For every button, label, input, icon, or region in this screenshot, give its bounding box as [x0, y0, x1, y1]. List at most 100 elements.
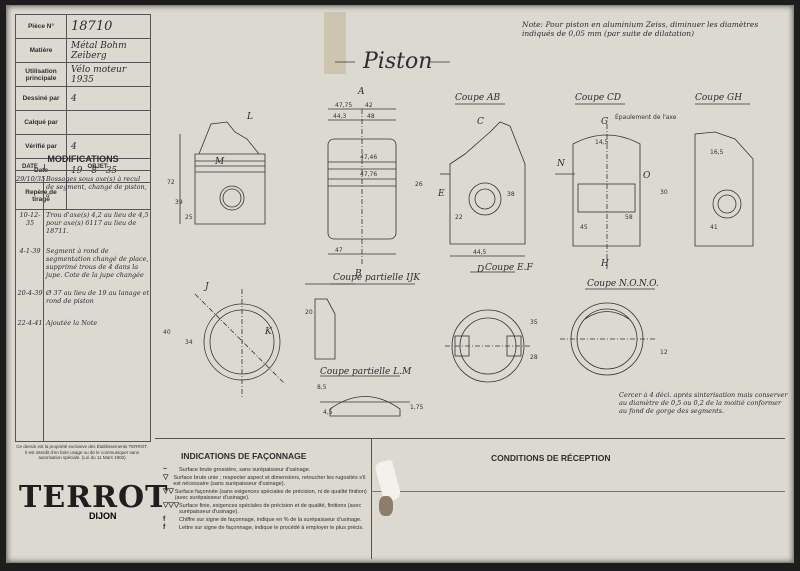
label-b: B: [354, 269, 362, 279]
piston-crown-profile: [198, 121, 260, 155]
title-row: Pièce N°18710: [16, 15, 150, 39]
usage-value: Vélo moteur 1935: [71, 64, 127, 85]
dim-label: 72: [167, 179, 175, 186]
paper-stain: [379, 496, 393, 516]
axis-line: [194, 293, 286, 385]
bottom-panels: INDICATIONS DE FAÇONNAGE ~Surface brute …: [155, 438, 785, 559]
part-number: 18710: [71, 19, 113, 34]
ribbing-note: Épaulement de l'axe: [615, 113, 677, 121]
section-cd-outline: [572, 134, 641, 247]
reception-title: CONDITIONS DE RÉCEPTION: [491, 453, 611, 463]
modifications-title: MODIFICATIONS: [47, 154, 119, 164]
dim-label: 40: [163, 329, 171, 336]
label-coupe-lm: Coupe partielle L.M: [320, 367, 412, 377]
section-ijk-profile: [314, 298, 336, 360]
section-gh-outline: [694, 131, 754, 247]
label-e: E: [437, 189, 445, 199]
label-h: H: [600, 259, 609, 269]
material-value: Métal Bohm Zeiberg: [71, 40, 127, 61]
dim-label: 12: [660, 349, 668, 356]
label-coupe-ijk: Coupe partielle IJK: [333, 273, 421, 283]
dim-label: 47,75: [335, 102, 352, 109]
dim-label: 26: [415, 181, 423, 188]
faconnage-item: ▽Surface brute unie ; respecter aspect e…: [163, 474, 366, 487]
title-row: Repère de tirage: [16, 183, 150, 209]
dim-label: 44,5: [473, 249, 487, 256]
segment-note: Cercer à 4 déci. aprés sinterisation mai…: [619, 391, 788, 415]
label-a: A: [357, 87, 365, 97]
label-n: N: [556, 159, 566, 169]
label-coupe-ef: Coupe E.F: [485, 263, 533, 273]
dim-label: 25: [185, 214, 193, 221]
label-g: G: [601, 117, 608, 127]
section-cd-pinboss: [577, 183, 636, 213]
dim-label: 20: [305, 309, 313, 316]
dim-label: 22: [455, 214, 463, 221]
title-row: Calqué par: [16, 111, 150, 135]
drawing-title: Piston: [362, 49, 432, 74]
label-coupe-ab: Coupe AB: [455, 93, 501, 103]
dim-label: 42: [365, 102, 373, 109]
faconnage-panel: INDICATIONS DE FAÇONNAGE ~Surface brute …: [155, 439, 372, 559]
label-o: O: [643, 171, 651, 181]
logo-city: DIJON: [89, 511, 117, 521]
dim-label: 47: [335, 247, 343, 254]
section-ab-outline: [449, 121, 526, 245]
piston-side-body: [194, 153, 266, 225]
label-d: D: [476, 265, 484, 275]
label-j: J: [203, 282, 210, 292]
tape-mark: [324, 12, 346, 74]
logo-name: TERROT: [19, 480, 169, 515]
label-coupe-gh: Coupe GH: [695, 93, 742, 103]
dim-label: 44,3: [333, 113, 347, 120]
piston-drawing: Piston A B C D G H Coupe AB Coupe CD Cou…: [163, 49, 754, 417]
dim-label: 34: [185, 339, 193, 346]
dim-label: 4,5: [323, 409, 333, 416]
section-nono-rib: [584, 311, 630, 320]
property-notice: Ce dessin est la propriété exclusive des…: [16, 444, 148, 460]
dim-label: 41: [710, 224, 718, 231]
modifications-divider: [43, 176, 44, 441]
dim-label: 16,5: [710, 149, 724, 156]
dim-label: 8,5: [317, 384, 327, 391]
label-k: K: [264, 327, 273, 337]
label-l: L: [246, 112, 253, 122]
section-ab-bore: [468, 182, 502, 216]
dilatation-note: Note: Pour piston en aluminium Zeiss, di…: [522, 20, 759, 38]
faconnage-item: ▽▽Surface façonnée (sans exigences spéci…: [163, 488, 367, 501]
dim-label: 1,75: [410, 404, 424, 411]
label-coupe-nono: Coupe N.O.N.O.: [587, 279, 659, 289]
faconnage-item: ~Surface brute grossière, sans surépaiss…: [163, 466, 311, 473]
pin-hole: [219, 185, 245, 211]
section-lm-profile: [329, 396, 401, 417]
dim-label: 48: [367, 113, 375, 120]
dim-label: 47,76: [360, 171, 377, 178]
faconnage-title: INDICATIONS DE FAÇONNAGE: [181, 451, 307, 461]
section-gh-bore: [712, 189, 742, 219]
pin-hole-inner: [222, 188, 242, 208]
dim-label: 45: [580, 224, 588, 231]
drawn-by-value: 4: [71, 93, 77, 104]
dim-label: 14,5: [595, 139, 609, 146]
label-coupe-cd: Coupe CD: [575, 93, 621, 103]
label-m: M: [214, 157, 225, 167]
section-gh-bore-inner: [717, 194, 737, 214]
checked-by-value: 4: [71, 141, 77, 152]
dim-label: 38: [507, 191, 515, 198]
reception-divider: [371, 491, 785, 492]
section-ab-bore-inner: [474, 188, 496, 210]
